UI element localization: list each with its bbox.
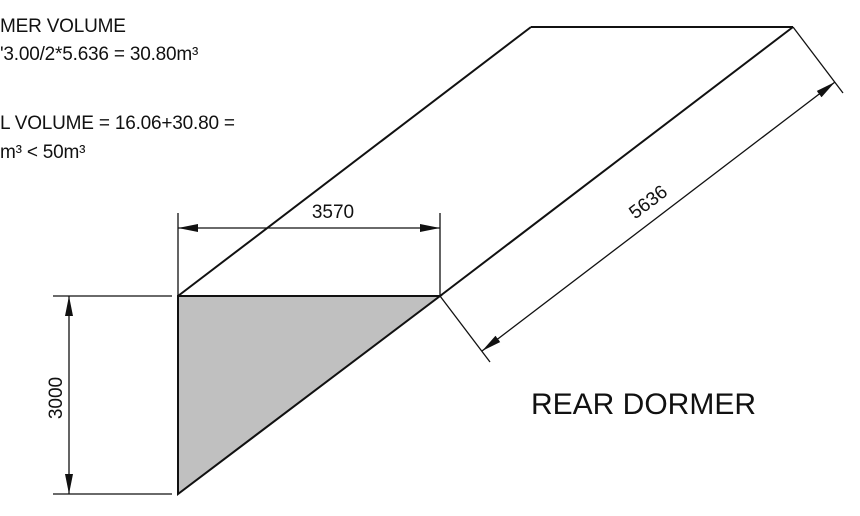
length-extension-lower	[439, 295, 491, 363]
length-extension-upper	[792, 26, 844, 94]
total-volume-line-1: L VOLUME = 16.06+30.80 =	[0, 113, 235, 134]
dormer-volume-calculation: '3.00/2*5.636 = 30.80m³	[0, 44, 199, 65]
dormer-volume-heading: MER VOLUME	[0, 16, 126, 37]
drawing-title: REAR DORMER	[531, 388, 756, 421]
total-volume-line-2: m³ < 50m³	[0, 142, 86, 163]
roof-ridge-edge	[177, 26, 532, 297]
roof-eaves-edge	[439, 26, 794, 297]
height-dimension-label: 3000	[46, 377, 67, 419]
length-dimension-label: 5636	[625, 181, 671, 223]
dormer-end-face	[177, 295, 443, 497]
length-dimension-line	[481, 81, 836, 352]
width-dimension-label: 3570	[312, 202, 354, 223]
